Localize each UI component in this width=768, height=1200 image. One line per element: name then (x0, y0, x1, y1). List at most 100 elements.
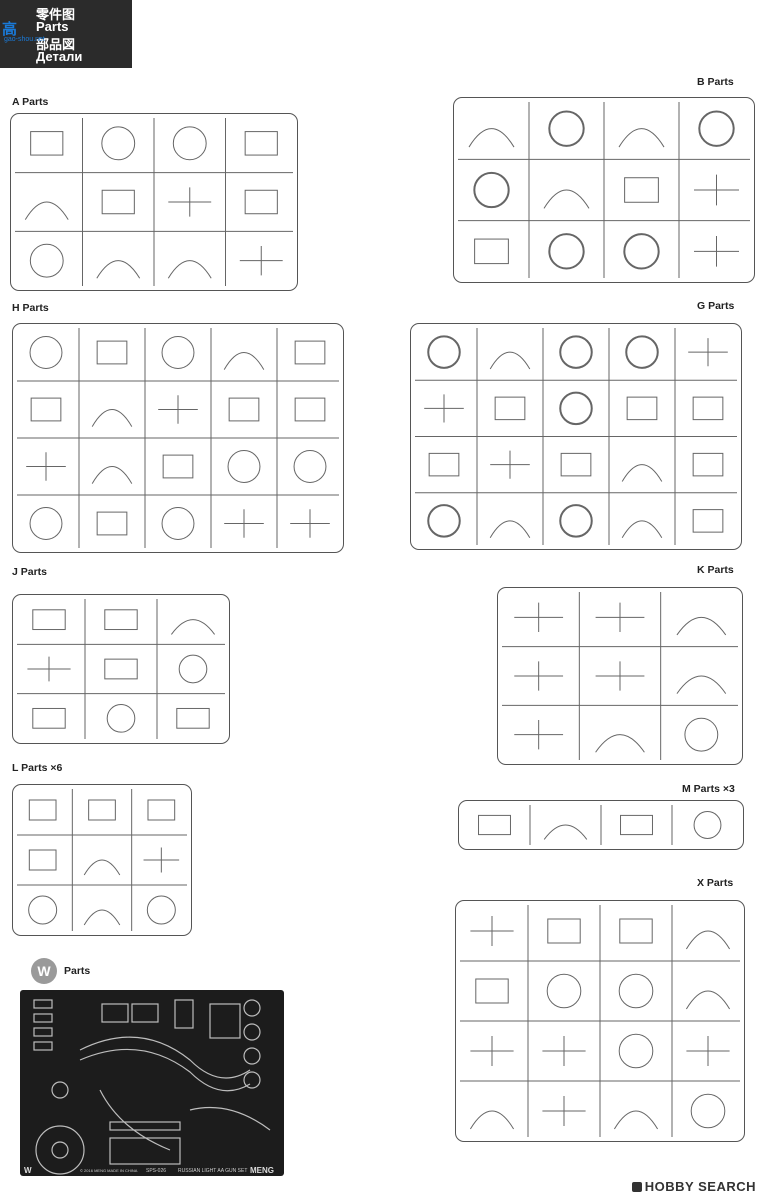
sprue-part (548, 233, 585, 270)
sprue-part (684, 717, 719, 752)
sprue-part (228, 397, 260, 422)
sprue-part (494, 396, 526, 421)
section-m-label: M Parts ×3 (682, 783, 735, 795)
sprue-part (548, 110, 585, 147)
sprue-g (410, 323, 742, 550)
sprue-drawing (17, 599, 225, 739)
sprue-part (172, 126, 207, 161)
sprue-part (489, 520, 531, 539)
sprue-part (470, 916, 514, 946)
sprue-drawing (415, 328, 737, 545)
sprue-l (12, 784, 192, 936)
sprue-part (489, 351, 531, 370)
pe-code: SPS-026 (146, 1168, 167, 1174)
sprue-part (694, 174, 739, 206)
sprue-drawing (460, 905, 740, 1137)
sprue-part (474, 238, 509, 265)
sprue-part (29, 243, 64, 278)
sprue-part (470, 1036, 514, 1066)
sprue-part (29, 336, 63, 369)
sprue-part (162, 454, 194, 479)
sprue-part (424, 394, 464, 423)
hobby-search-text: HOBBY SEARCH (644, 1179, 756, 1194)
sprue-part (694, 236, 739, 267)
sprue-part (618, 128, 665, 148)
w-badge-icon: W (31, 958, 57, 984)
sprue-part (559, 335, 593, 369)
sprue-part (595, 734, 645, 753)
sprue-part (475, 978, 509, 1004)
sprue-part (692, 452, 724, 477)
pe-brand: MENG (250, 1166, 274, 1175)
title-ru: Детали (36, 49, 83, 64)
sprue-part (688, 338, 728, 367)
section-h-label: H Parts (12, 302, 49, 314)
sprue-part (161, 336, 195, 369)
sprue-part (96, 511, 128, 536)
sprue-part (30, 131, 64, 156)
sprue-part (685, 990, 731, 1010)
pe-title: RUSSIAN LIGHT AA GUN SET (178, 1168, 248, 1174)
sprue-part (559, 391, 593, 426)
sprue-part (106, 704, 136, 733)
sprue-part (514, 720, 564, 750)
sprue-part (32, 707, 66, 729)
sprue-part (224, 509, 264, 538)
section-k-label: K Parts (697, 564, 734, 576)
sprue-part (168, 187, 212, 217)
sprue-b (453, 97, 755, 283)
sprue-part (543, 189, 590, 209)
pe-corner: W (24, 1166, 32, 1175)
sprue-part (239, 246, 283, 276)
sprue-part (698, 110, 735, 147)
sprue-part (692, 396, 724, 421)
watermark-site: gao-shou.net (4, 36, 45, 43)
hobby-search-icon (631, 1182, 642, 1192)
sprue-part (290, 509, 330, 538)
sprue-drawing (17, 328, 339, 548)
sprue-part (146, 895, 176, 925)
sprue-part (478, 814, 511, 836)
section-g-label: G Parts (697, 300, 735, 312)
sprue-part (514, 661, 564, 691)
section-b-label: B Parts (697, 76, 734, 88)
sprue-part (176, 707, 210, 729)
sprue-part (624, 177, 659, 203)
sprue-part (91, 409, 133, 427)
sprue-drawing (15, 118, 293, 286)
sprue-part (32, 609, 66, 631)
sprue-part (625, 335, 659, 369)
sprue-part (686, 1036, 730, 1066)
sprue-part (170, 619, 216, 635)
sprue-part (676, 675, 727, 694)
sprue-part (620, 814, 653, 836)
title-cn: 零件图 (36, 7, 76, 22)
section-l-label: L Parts ×6 (12, 762, 63, 774)
sprue-part (559, 504, 593, 538)
sprue-part (28, 799, 57, 821)
sprue-part (547, 918, 581, 944)
sprue-part (24, 201, 69, 220)
sprue-part (223, 352, 265, 370)
sprue-part (104, 609, 138, 631)
sprue-part (428, 452, 460, 477)
sprue-part (167, 260, 212, 279)
sprue-part (147, 799, 176, 821)
sprue-part (619, 918, 653, 944)
sprue-part (560, 452, 592, 477)
sprue-part (469, 1110, 515, 1130)
sprue-part (83, 909, 121, 926)
sprue-part (543, 824, 588, 840)
sprue-part (27, 656, 71, 682)
sprue-part (693, 811, 722, 839)
section-w-label: Parts (64, 965, 91, 977)
section-a-label: A Parts (12, 96, 49, 108)
sprue-part (88, 799, 116, 821)
sprue-a (10, 113, 298, 291)
sprue-part (618, 1033, 654, 1069)
pe-copyright: © 2016 MENG MADE IN CHINA (80, 1168, 138, 1173)
photo-etch-sheet: SPS-026 RUSSIAN LIGHT AA GUN SET MENG W … (20, 990, 284, 1176)
sprue-part (83, 859, 121, 876)
sprue-drawing (478, 805, 722, 845)
sprue-drawing (502, 592, 738, 760)
